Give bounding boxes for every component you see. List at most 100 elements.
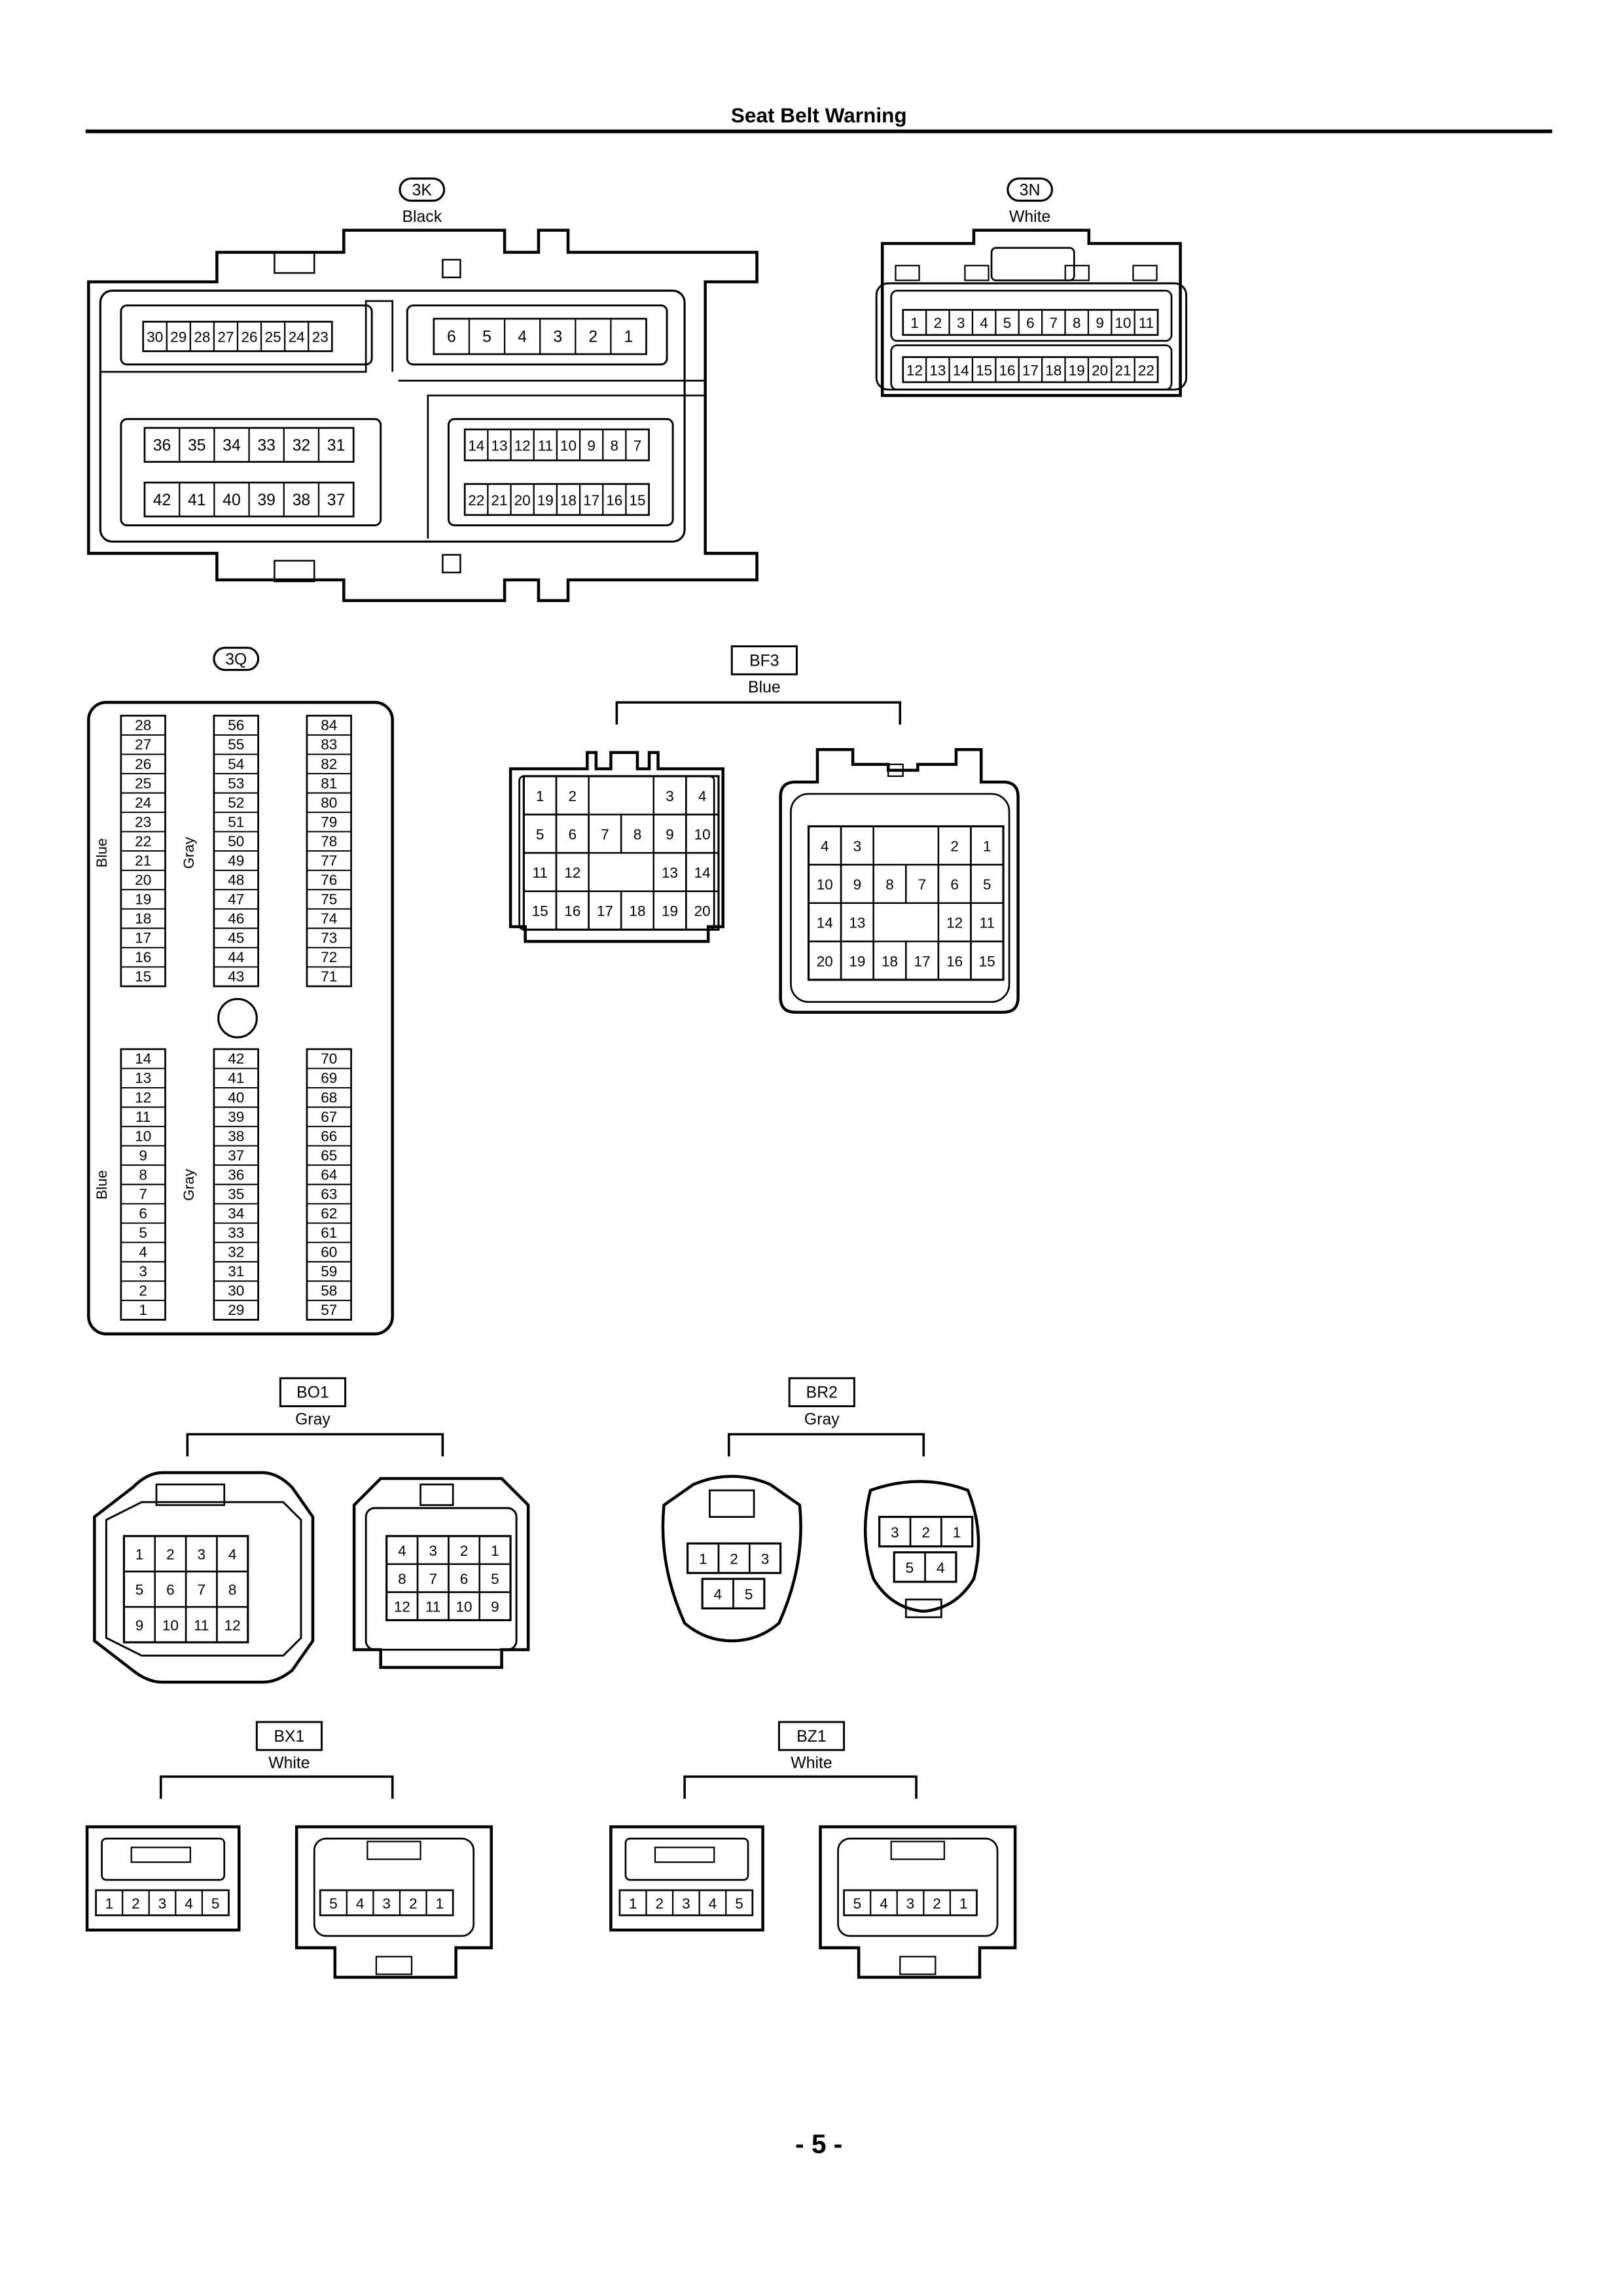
pin-number: 50 (228, 833, 244, 850)
pin-number: 20 (514, 492, 531, 509)
pin-number: 2 (569, 788, 577, 804)
pin-number: 7 (1050, 315, 1058, 331)
pin-number: 29 (170, 329, 187, 346)
pin-number: 44 (228, 949, 244, 965)
pin-number: 6 (950, 876, 959, 893)
pin-number: 66 (321, 1128, 337, 1144)
connector-3Q: 3Q28272625242322212019181716155655545352… (87, 647, 394, 1336)
latch-tab (654, 1846, 715, 1863)
housing-outline (85, 1825, 241, 1932)
rib (100, 300, 705, 382)
connector-code: 3K (412, 181, 433, 199)
pin-number: 9 (666, 826, 674, 842)
connector-color: Blue (748, 679, 781, 696)
pin-number: 10 (560, 437, 577, 454)
pin-number: 13 (662, 865, 678, 881)
pin-number: 10 (456, 1599, 473, 1615)
pin-number: 4 (139, 1244, 147, 1261)
wire-color-label: Blue (94, 838, 110, 868)
pin-number: 2 (460, 1543, 469, 1559)
pin-number: 1 (139, 1302, 147, 1318)
pin-number: 18 (882, 953, 898, 969)
connector-color: Gray (804, 1410, 840, 1428)
pin-number: 11 (538, 437, 553, 454)
pin-number: 5 (1003, 315, 1012, 331)
pin-number: 8 (611, 437, 619, 454)
pin-number: 13 (929, 362, 946, 378)
lock-tab (964, 264, 990, 281)
pin-number: 24 (289, 329, 305, 346)
pin-number: 3 (853, 838, 862, 854)
pin-number: 17 (583, 492, 599, 509)
pin-row-frame (319, 1889, 454, 1916)
latch-tab (130, 1846, 191, 1863)
pin-number: 20 (135, 872, 151, 888)
pin-number: 40 (223, 492, 241, 509)
pin-number: 2 (132, 1895, 140, 1912)
latch-bo1 (155, 1483, 226, 1506)
pin-number: 38 (293, 492, 311, 509)
latch-tab (366, 1840, 421, 1860)
pin-number: 5 (139, 1225, 147, 1241)
pin-number: 16 (606, 492, 622, 509)
pin-number: 4 (356, 1895, 365, 1912)
pin-number: 39 (228, 1109, 244, 1125)
pin-number: 3 (553, 329, 562, 346)
pin-row-frame (95, 1889, 230, 1916)
pin-number: 16 (564, 903, 580, 920)
page-title: Seat Belt Warning (731, 103, 907, 127)
pin-number: 47 (228, 891, 244, 908)
pin-number: 9 (491, 1599, 499, 1615)
pin-number: 83 (321, 736, 337, 753)
pin-number: 77 (321, 852, 337, 869)
pin-number: 6 (447, 329, 456, 346)
housing-outline (779, 748, 1020, 1014)
connector-color: Black (402, 208, 442, 226)
pin-number: 33 (257, 437, 276, 454)
pin-number: 32 (228, 1244, 244, 1261)
pin-number: 3 (761, 1551, 770, 1567)
pair-bracket (727, 1433, 925, 1457)
pin-number: 2 (656, 1895, 664, 1912)
pin-number: 5 (211, 1895, 220, 1912)
pin-number: 4 (185, 1895, 193, 1912)
pin-number: 8 (398, 1571, 406, 1587)
pin-number: 15 (976, 362, 992, 378)
pin-number: 5 (983, 876, 991, 893)
connector-color: Gray (295, 1410, 330, 1428)
pin-number: 19 (662, 903, 678, 920)
pin-number: 72 (321, 949, 337, 965)
latch-tab (890, 1840, 946, 1860)
connector-code: 3Q (225, 651, 247, 668)
pin-number: 17 (135, 930, 151, 946)
pin-number: 60 (321, 1244, 337, 1261)
latch-3k (274, 251, 315, 274)
pin-number: 2 (166, 1547, 175, 1563)
pin-number: 21 (135, 852, 151, 869)
pin-number: 11 (194, 1617, 209, 1634)
housing-outline (819, 1825, 1017, 1979)
cavity-block (447, 418, 674, 527)
pin-number: 1 (105, 1895, 114, 1912)
pin-number: 14 (817, 915, 833, 931)
latch-3k (442, 554, 461, 573)
pin-number: 9 (587, 437, 596, 454)
pin-number: 12 (394, 1599, 410, 1615)
connector-code: 3N (1020, 181, 1041, 199)
housing-outline (863, 1480, 980, 1613)
pin-number: 19 (1069, 362, 1085, 378)
keying-hole (217, 997, 258, 1039)
connector-color: White (791, 1755, 832, 1772)
pin-number: 3 (429, 1543, 437, 1559)
pin-number: 75 (321, 891, 337, 908)
pin-number: 3 (158, 1895, 167, 1912)
pin-number: 21 (491, 492, 507, 509)
pin-number: 39 (257, 492, 276, 509)
pin-number: 19 (135, 891, 151, 908)
pin-number: 3 (906, 1895, 915, 1912)
pin-number: 68 (321, 1089, 337, 1105)
housing-outline (609, 1825, 764, 1932)
latch-br2 (904, 1598, 942, 1619)
inner-frame (365, 1507, 518, 1651)
